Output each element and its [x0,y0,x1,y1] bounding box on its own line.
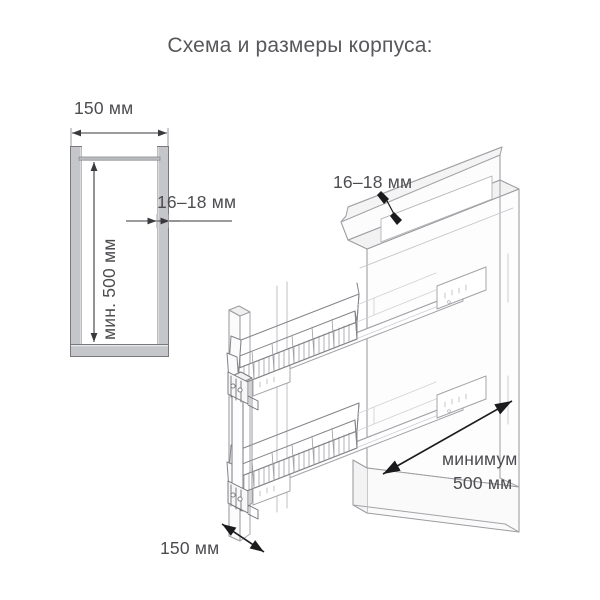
front-extension-lines [70,128,169,146]
carrier-hardware-upper [227,371,259,411]
front-thickness-label: 16–18 мм [157,192,237,212]
carrier-hardware-lower [227,480,259,520]
iso-depth-label-line2: 500 мм [453,473,513,493]
front-thickness-dimension [126,214,232,228]
iso-depth-label-line1: минимум [442,449,518,469]
front-width-label: 150 мм [74,98,134,118]
front-cabinet-body [70,146,169,357]
front-section-view [70,128,232,357]
front-height-label: мин. 500 мм [99,238,119,340]
iso-depth-dimension-line [382,400,513,475]
basket-front-carrier [227,371,259,520]
iso-thickness-leader [377,191,402,225]
page-title: Схема и размеры корпуса: [167,34,433,57]
wire-basket-upper [226,282,360,386]
iso-width-dimension-line [221,523,265,553]
drawer-runner-upper [252,266,487,397]
wire-basket-lower [226,402,360,495]
iso-width-label: 150 мм [160,538,220,558]
iso-thickness-label: 16–18 мм [333,172,413,192]
front-opening-top-bar [78,156,161,161]
